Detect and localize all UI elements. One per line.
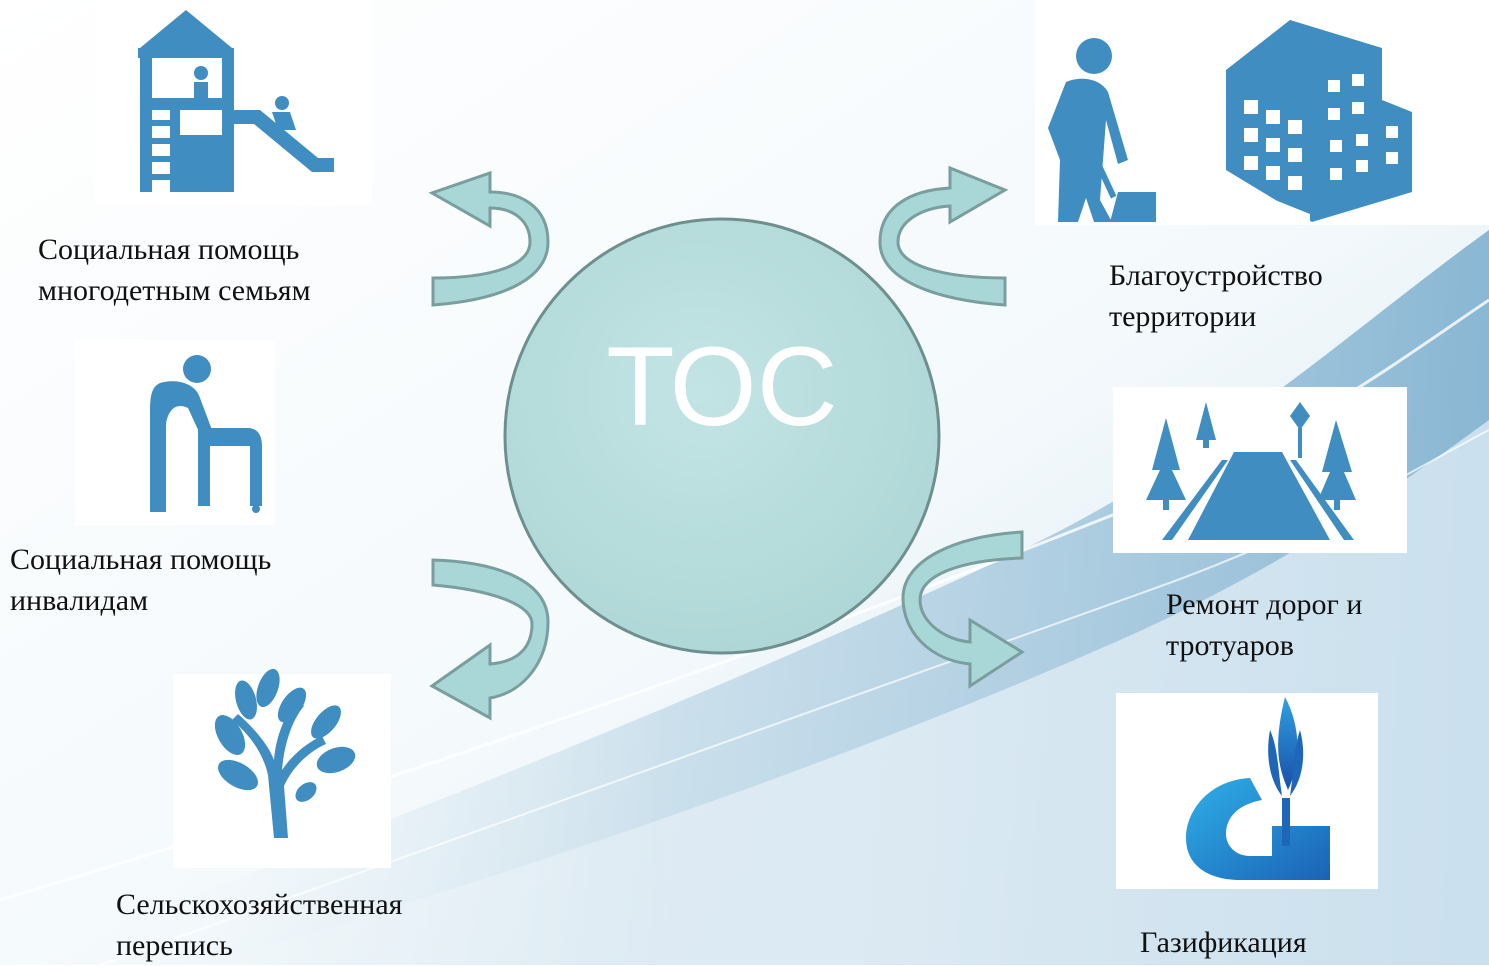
label-improvement-line2: территории — [1109, 300, 1257, 333]
label-census-line1: Сельскохозяйственная — [116, 888, 403, 921]
gazprom-flame-logo — [1116, 693, 1378, 889]
label-gas: Газификация — [1140, 922, 1307, 963]
arrow-to-roads — [901, 530, 1025, 689]
label-large-families: Социальная помощь многодетным семьям — [38, 229, 311, 311]
label-improvement: Благоустройство территории — [1109, 255, 1323, 337]
playground-icon — [95, 0, 372, 205]
label-disabled-line1: Социальная помощь — [10, 543, 272, 576]
label-large-families-line1: Социальная помощь — [38, 233, 300, 266]
label-disabled: Социальная помощь инвалидам — [10, 539, 271, 621]
label-disabled-line2: инвалидам — [10, 584, 149, 617]
arrow-to-improvement — [878, 165, 1009, 307]
arrow-to-census — [429, 558, 550, 721]
label-improvement-line1: Благоустройство — [1109, 259, 1323, 292]
label-roads-line2: тротуаров — [1166, 629, 1294, 662]
hub-label: ТОС — [606, 324, 838, 449]
worker-shovel-building-icon — [1035, 0, 1489, 225]
label-roads-line1: Ремонт дорог и — [1166, 588, 1363, 621]
label-roads: Ремонт дорог и тротуаров — [1166, 584, 1362, 666]
label-census: Сельскохозяйственная перепись — [116, 884, 402, 966]
road-trees-icon — [1113, 387, 1407, 553]
arrow-to-large-families — [428, 170, 550, 307]
label-census-line2: перепись — [116, 929, 233, 962]
label-large-families-line2: многодетным семьям — [38, 274, 311, 307]
elderly-person-walker-icon — [75, 340, 275, 525]
plant-sprout-icon — [173, 668, 391, 868]
label-gas-line1: Газификация — [1140, 926, 1307, 959]
hub-circle — [503, 217, 941, 655]
